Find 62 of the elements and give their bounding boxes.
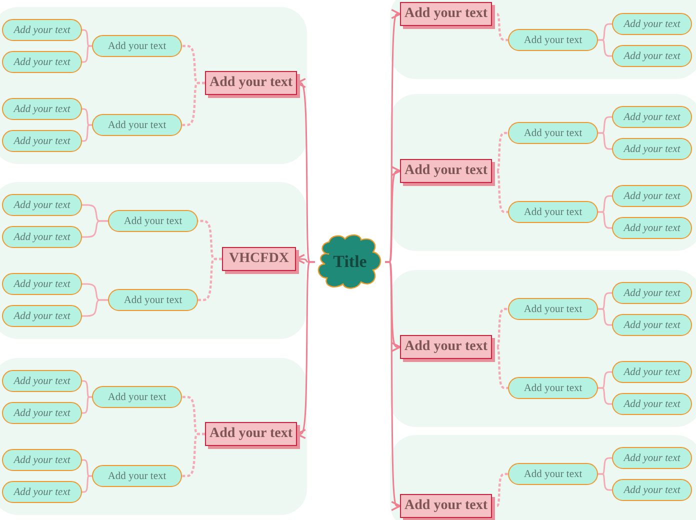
subtopic-pill: Add your text — [508, 29, 598, 51]
leaf-pill: Add your text — [612, 282, 692, 304]
leaf-pill: Add your text — [612, 314, 692, 336]
leaf-pill: Add your text — [612, 217, 692, 239]
leaf-pill: Add your text — [2, 130, 82, 152]
connector — [598, 132, 612, 150]
topic-box: VHCFDX — [222, 247, 296, 271]
leaf-pill: Add your text — [612, 13, 692, 35]
connector — [82, 29, 92, 47]
connector — [82, 380, 92, 398]
leaf-pill: Add your text — [2, 19, 82, 41]
topic-box: Add your text — [400, 2, 492, 26]
topic-box: Add your text — [400, 335, 492, 359]
connector — [385, 261, 401, 512]
leaf-pill: Add your text — [2, 449, 82, 471]
leaf-pill: Add your text — [2, 226, 82, 248]
connector — [598, 473, 612, 491]
leaf-pill: Add your text — [2, 481, 82, 503]
connector — [181, 82, 205, 126]
subtopic-pill: Add your text — [508, 463, 598, 485]
subtopic-pill: Add your text — [92, 114, 182, 136]
topic-box: Add your text — [205, 71, 297, 95]
connector — [82, 45, 92, 63]
leaf-pill: Add your text — [2, 51, 82, 73]
topic-box: Add your text — [400, 159, 492, 183]
leaf-pill: Add your text — [2, 194, 82, 216]
leaf-pill: Add your text — [612, 185, 692, 207]
subtopic-pill: Add your text — [508, 298, 598, 320]
leaf-pill: Add your text — [612, 361, 692, 383]
connector — [82, 459, 92, 477]
leaf-pill: Add your text — [612, 138, 692, 160]
subtopic-pill: Add your text — [108, 210, 198, 232]
subtopic-pill: Add your text — [508, 377, 598, 399]
leaf-pill: Add your text — [612, 447, 692, 469]
leaf-pill: Add your text — [2, 273, 82, 295]
leaf-pill: Add your text — [2, 370, 82, 392]
connector — [82, 108, 92, 126]
leaf-pill: Add your text — [2, 305, 82, 327]
connector — [598, 308, 612, 326]
leaf-pill: Add your text — [612, 479, 692, 501]
subtopic-pill: Add your text — [92, 386, 182, 408]
leaf-pill: Add your text — [612, 393, 692, 415]
subtopic-pill: Add your text — [92, 465, 182, 487]
topic-box: Add your text — [400, 494, 492, 518]
topic-box: Add your text — [205, 422, 297, 446]
connector — [598, 39, 612, 57]
subtopic-pill: Add your text — [508, 201, 598, 223]
leaf-pill: Add your text — [2, 98, 82, 120]
subtopic-pill: Add your text — [108, 289, 198, 311]
connector — [82, 124, 92, 142]
connector — [82, 220, 108, 238]
connector — [598, 387, 612, 405]
connector — [82, 299, 108, 317]
subtopic-pill: Add your text — [508, 122, 598, 144]
connector — [82, 475, 92, 493]
leaf-pill: Add your text — [612, 45, 692, 67]
subtopic-pill: Add your text — [92, 35, 182, 57]
connector — [82, 396, 92, 414]
leaf-pill: Add your text — [612, 106, 692, 128]
connector — [181, 432, 205, 478]
connector — [598, 211, 612, 229]
leaf-pill: Add your text — [2, 402, 82, 424]
